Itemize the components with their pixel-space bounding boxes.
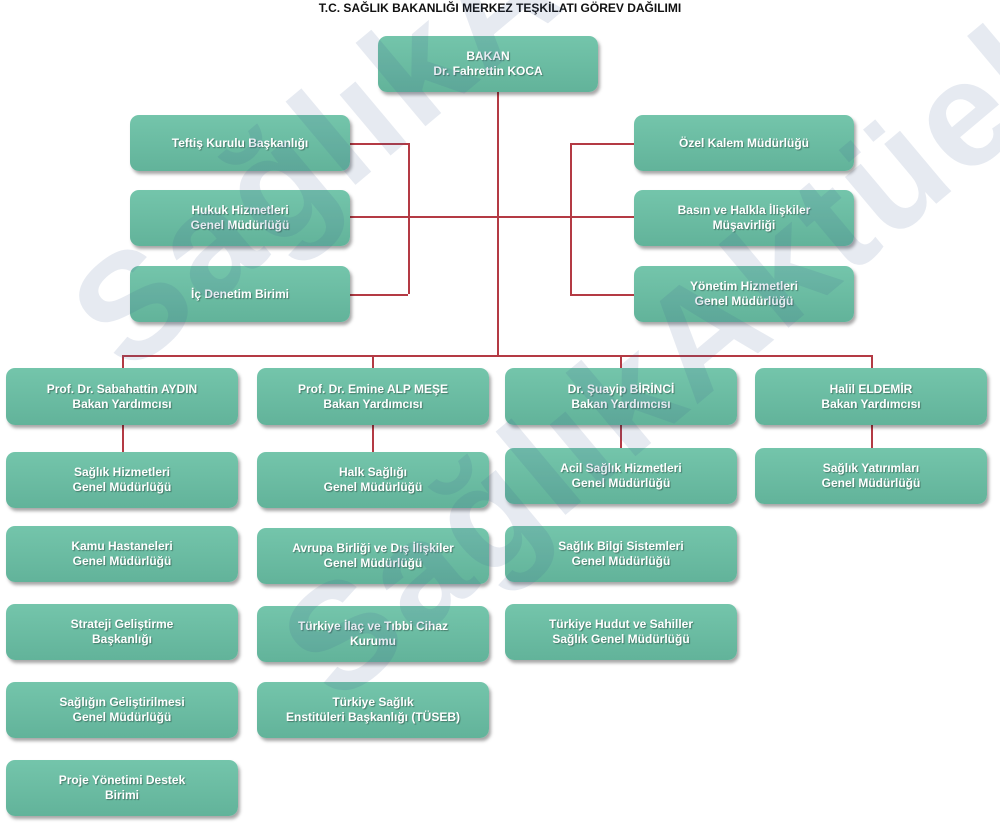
box-label-line: Proje Yönetimi Destek bbox=[58, 773, 186, 787]
box-label-line: Özel Kalem Müdürlüğü bbox=[678, 135, 809, 150]
box-label-line: Başkanlığı bbox=[91, 632, 153, 646]
connector-line bbox=[372, 425, 374, 452]
box-label-line: Bakan Yardımcısı bbox=[571, 396, 671, 411]
connector-line bbox=[871, 425, 873, 448]
box-label-line: Türkiye Sağlık bbox=[332, 695, 414, 709]
box-label-line: Sağlık Genel Müdürlüğü bbox=[552, 632, 690, 646]
connector-line bbox=[372, 355, 374, 368]
box-label-line: Genel Müdürlüğü bbox=[72, 710, 172, 724]
box-label-line: Sağlık Hizmetleri bbox=[73, 465, 171, 479]
box-label-line: Halil ELDEMİR bbox=[829, 381, 913, 396]
connector-line bbox=[570, 294, 634, 296]
box-label-line: Yönetim Hizmetleri bbox=[689, 279, 799, 293]
connector-line bbox=[620, 355, 622, 368]
box-label-line: Kamu Hastaneleri bbox=[71, 539, 173, 553]
connector-line bbox=[570, 143, 634, 145]
box-label-line: İç Denetim Birimi bbox=[190, 286, 290, 301]
box-label-line: Sağlık Yatırımları bbox=[822, 461, 920, 475]
box-label-line: Genel Müdürlüğü bbox=[323, 480, 423, 494]
box-label-line: Genel Müdürlüğü bbox=[72, 554, 172, 568]
box-label-line: Halk Sağlığı bbox=[338, 465, 407, 479]
box-label-line: Sağlığın Geliştirilmesi bbox=[59, 695, 185, 709]
unit-box: Teftiş Kurulu Başkanlığı bbox=[130, 115, 350, 171]
box-label-line: Sağlık Bilgi Sistemleri bbox=[558, 539, 684, 553]
box-label-line: Dr. Şuayip BİRİNCİ bbox=[567, 381, 675, 396]
box-label-line: Prof. Dr. Sabahattin AYDIN bbox=[46, 381, 198, 396]
box-label-line: Bakan Yardımcısı bbox=[821, 396, 921, 411]
connector-line bbox=[497, 92, 499, 355]
box-label-line: Birimi bbox=[104, 788, 139, 802]
box-label-line: Bakan Yardımcısı bbox=[323, 396, 423, 411]
box-label-line: Genel Müdürlüğü bbox=[323, 556, 423, 570]
unit-box: İç Denetim Birimi bbox=[130, 266, 350, 322]
box-label-line: Genel Müdürlüğü bbox=[694, 294, 794, 308]
box-label-line: Bakan Yardımcısı bbox=[72, 396, 172, 411]
unit-box: Özel Kalem Müdürlüğü bbox=[634, 115, 854, 171]
box-label-line: Teftiş Kurulu Başkanlığı bbox=[171, 135, 309, 150]
connector-line bbox=[350, 216, 634, 218]
box-label-line: BAKAN bbox=[466, 49, 510, 63]
box-label-line: Müşavirliği bbox=[712, 218, 776, 232]
box-label-line: Prof. Dr. Emine ALP MEŞE bbox=[297, 381, 449, 396]
box-label-line: Hukuk Hizmetleri bbox=[191, 203, 289, 217]
box-label-line: Avrupa Birliği ve Dış İlişkiler bbox=[292, 541, 454, 555]
connector-line bbox=[350, 143, 408, 145]
box-label-line: Genel Müdürlüğü bbox=[571, 554, 671, 568]
box-label-line: Acil Sağlık Hizmetleri bbox=[560, 461, 682, 475]
connector-line bbox=[350, 294, 408, 296]
connector-line bbox=[122, 355, 124, 368]
box-label-line: Basın ve Halkla İlişkiler bbox=[677, 203, 811, 217]
box-label-line: Türkiye İlaç ve Tıbbi Cihaz bbox=[297, 619, 449, 633]
box-label-line: Strateji Geliştirme bbox=[70, 617, 174, 631]
connector-line bbox=[620, 425, 622, 448]
box-label-line: Genel Müdürlüğü bbox=[190, 218, 290, 232]
connector-line bbox=[122, 425, 124, 452]
chart-title: T.C. SAĞLIK BAKANLIĞI MERKEZ TEŞKİLATI G… bbox=[318, 1, 682, 15]
connector-line bbox=[570, 143, 572, 294]
box-label-line: Enstitüleri Başkanlığı (TÜSEB) bbox=[285, 710, 461, 724]
connector-line bbox=[408, 143, 410, 294]
box-label-line: Kurumu bbox=[349, 634, 396, 648]
box-label-line: Genel Müdürlüğü bbox=[821, 476, 921, 490]
connector-line bbox=[871, 355, 873, 368]
box-label-line: Genel Müdürlüğü bbox=[72, 480, 172, 494]
connector-line bbox=[122, 355, 871, 357]
box-label-line: Genel Müdürlüğü bbox=[571, 476, 671, 490]
box-label-line: Dr. Fahrettin KOCA bbox=[433, 64, 543, 78]
box-label-line: Türkiye Hudut ve Sahiller bbox=[548, 617, 694, 631]
